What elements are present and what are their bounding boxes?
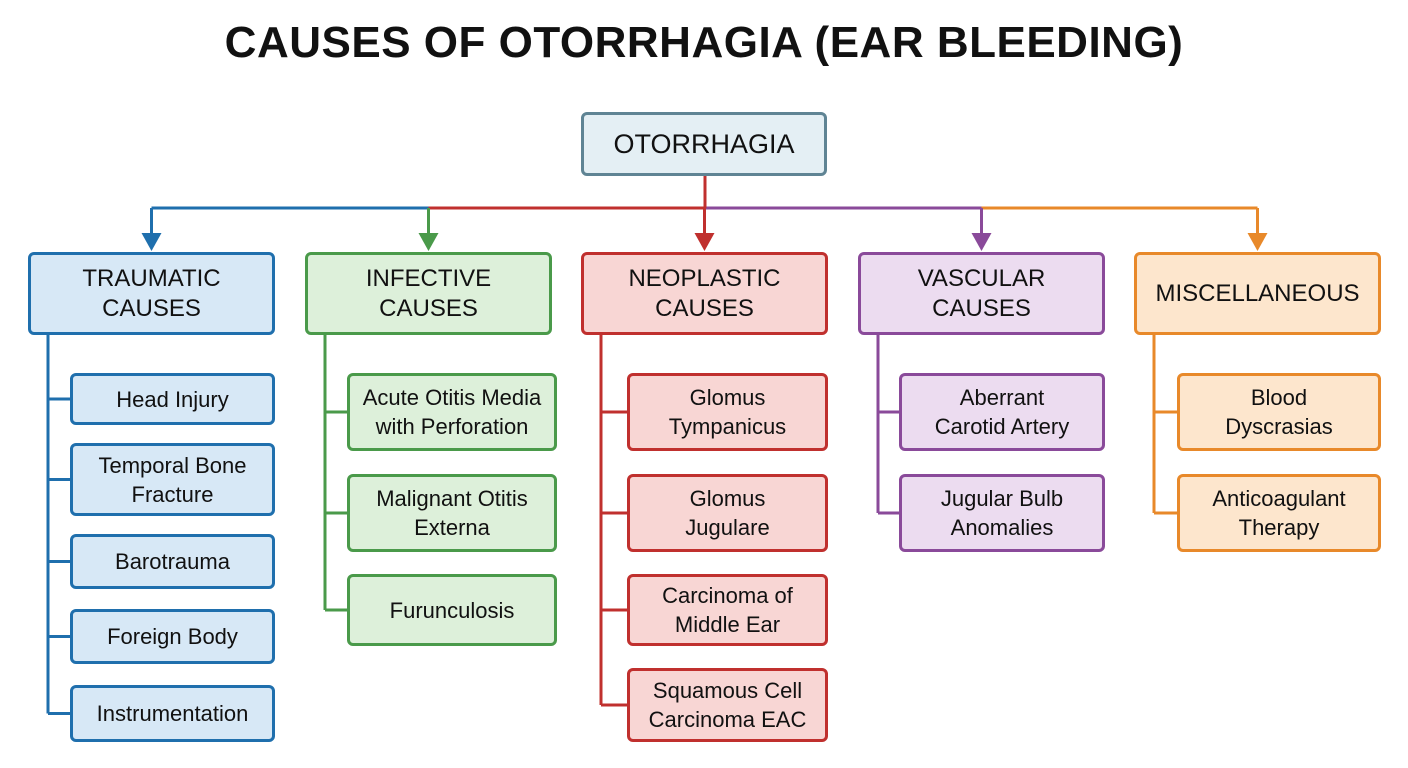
- cause-label: Furunculosis: [389, 597, 515, 623]
- arrow-head-icon: [694, 233, 715, 251]
- cause-node: Instrumentation: [70, 685, 275, 742]
- arrow-head-icon: [141, 233, 162, 251]
- category-label: MISCELLANEOUS: [1155, 279, 1360, 307]
- category-node: MISCELLANEOUS: [1134, 252, 1381, 335]
- cause-label: Foreign Body: [107, 624, 238, 649]
- arrow-head-icon: [418, 233, 439, 251]
- cause-label: Head Injury: [116, 386, 229, 412]
- cause-node: Foreign Body: [70, 609, 275, 664]
- diagram-title: CAUSES OF OTORRHAGIA (EAR BLEEDING): [224, 18, 1184, 67]
- root-label: OTORRHAGIA: [613, 129, 795, 159]
- arrow-head-icon: [971, 233, 992, 251]
- cause-label: Barotrauma: [115, 549, 230, 574]
- root-node: OTORRHAGIA: [581, 112, 827, 176]
- cause-label: Instrumentation: [96, 701, 249, 726]
- cause-node: Furunculosis: [347, 574, 557, 646]
- arrow-head-icon: [1247, 233, 1268, 251]
- cause-node: Head Injury: [70, 373, 275, 425]
- cause-node: Barotrauma: [70, 534, 275, 589]
